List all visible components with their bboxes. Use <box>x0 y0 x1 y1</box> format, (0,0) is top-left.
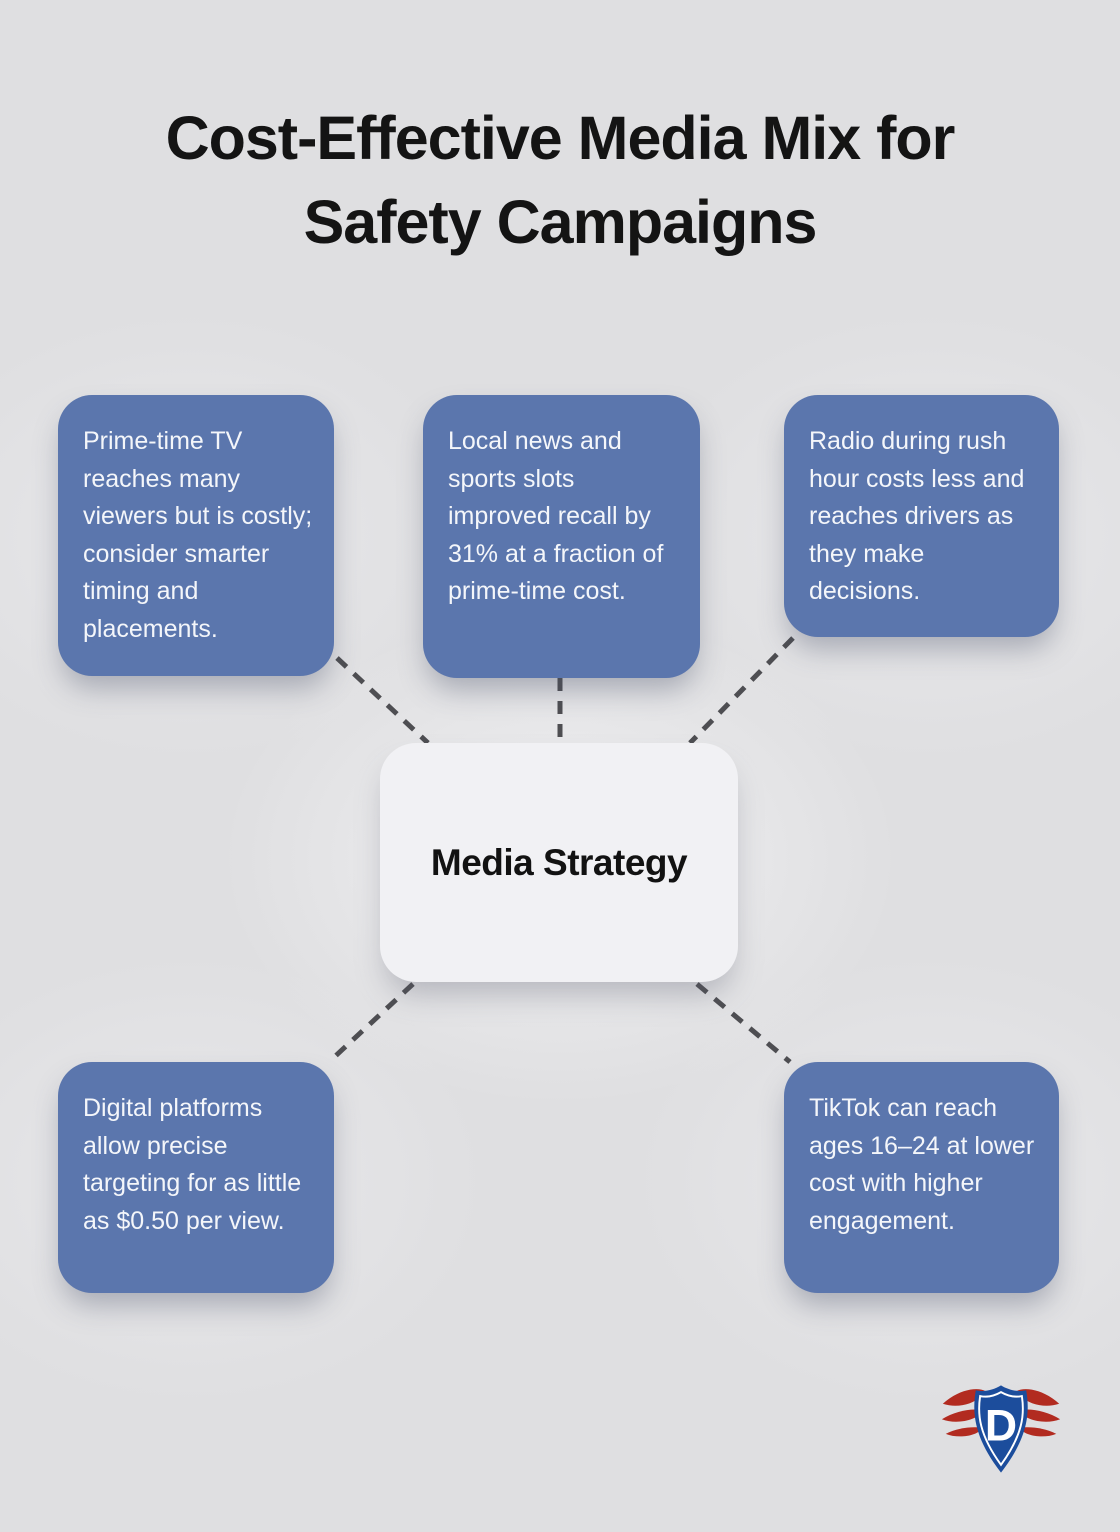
node-radio-rush-hour-text: Radio during rush hour costs less and re… <box>809 427 1025 605</box>
connector-line-prime-time-tv <box>335 656 430 745</box>
node-prime-time-tv-text: Prime-time TV reaches many viewers but i… <box>83 427 313 643</box>
page-title-line-1: Cost-Effective Media Mix for <box>165 104 956 172</box>
node-tiktok: TikTok can reach ages 16–24 at lower cos… <box>784 1062 1059 1293</box>
shield-letter: D <box>985 1402 1017 1451</box>
node-local-news-sports-text: Local news and sports slots improved rec… <box>448 427 664 605</box>
page-title-line-2: Safety Campaigns <box>303 188 818 257</box>
connector-line-radio <box>688 636 795 745</box>
node-digital-platforms: Digital platforms allow precise targetin… <box>58 1062 334 1293</box>
node-prime-time-tv: Prime-time TV reaches many viewers but i… <box>58 395 334 676</box>
connector-line-tiktok <box>695 982 792 1064</box>
brand-shield-logo: D <box>941 1385 1061 1473</box>
connector-line-digital <box>327 982 415 1064</box>
right-wing-icon <box>1016 1389 1061 1437</box>
center-node-media-strategy: Media Strategy <box>380 743 738 982</box>
node-radio-rush-hour: Radio during rush hour costs less and re… <box>784 395 1059 637</box>
left-wing-icon <box>941 1389 986 1437</box>
shield-icon: D <box>974 1385 1028 1473</box>
node-digital-platforms-text: Digital platforms allow precise targetin… <box>83 1094 302 1235</box>
node-tiktok-text: TikTok can reach ages 16–24 at lower cos… <box>809 1094 1035 1235</box>
node-local-news-sports: Local news and sports slots improved rec… <box>423 395 700 678</box>
center-node-label: Media Strategy <box>430 841 688 883</box>
